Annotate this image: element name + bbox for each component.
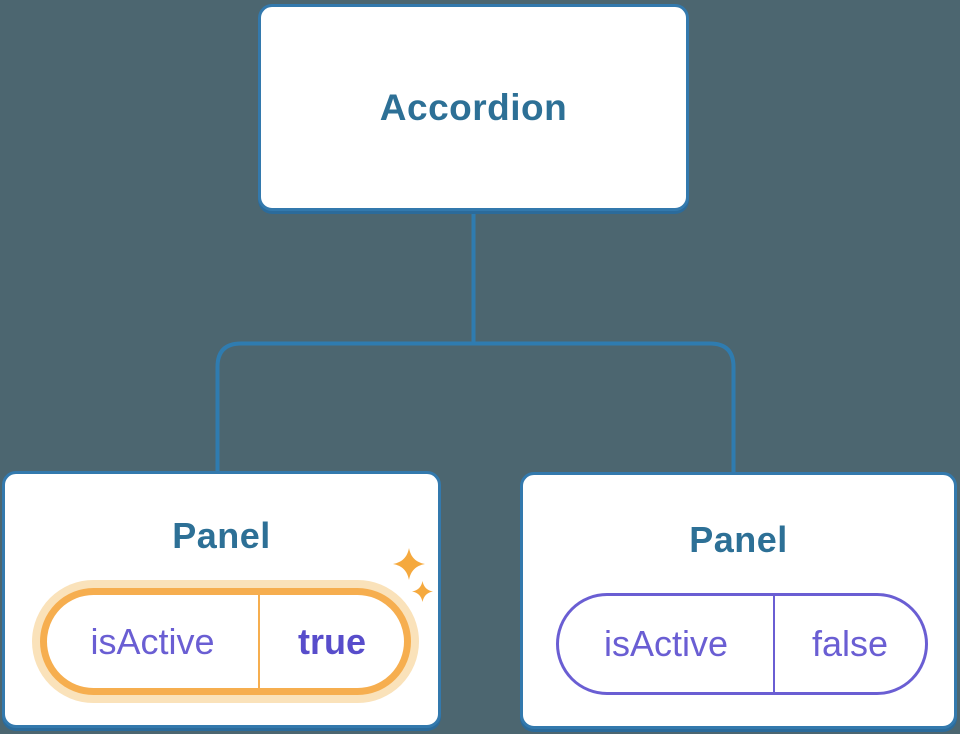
- state-value-label: true: [297, 620, 366, 662]
- state-pill-active: isActive true: [40, 588, 411, 695]
- accordion-node: Accordion: [258, 4, 689, 211]
- panel-node-label: Panel: [689, 519, 788, 560]
- panel-node-active: Panel isActive true: [2, 471, 441, 728]
- accordion-node-label: Accordion: [379, 87, 568, 128]
- state-pill-inactive: isActive false: [556, 593, 928, 695]
- sparkle-icon: [393, 548, 425, 580]
- state-key-label: isActive: [90, 620, 215, 662]
- pill-divider: [258, 595, 260, 688]
- panel-node-label: Panel: [172, 515, 271, 556]
- sparkle-icon: [412, 581, 433, 602]
- pill-divider: [773, 596, 775, 692]
- state-key-label: isActive: [603, 623, 729, 664]
- state-value-label: false: [811, 623, 889, 664]
- panel-node-inactive: Panel isActive false: [520, 472, 957, 729]
